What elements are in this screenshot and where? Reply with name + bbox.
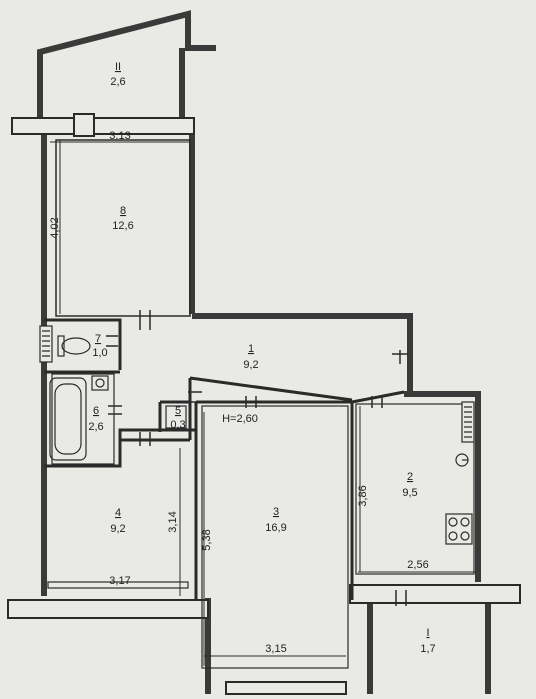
radiator-kitchen [461, 401, 475, 443]
room-area: 16,9 [265, 522, 286, 534]
room-area: 9,2 [243, 359, 258, 371]
room-number: 2 [407, 471, 413, 483]
room-number: 7 [95, 333, 101, 345]
room-area: 9,2 [110, 523, 125, 535]
dim-label: 3,14 [167, 511, 179, 532]
stove [445, 513, 473, 545]
room-outlines [47, 373, 475, 669]
room-number: 3 [273, 506, 279, 518]
dim-label: 2,56 [407, 559, 428, 571]
dim-label: 3,15 [265, 643, 286, 655]
radiator-bath [39, 325, 53, 363]
room-area: 12,6 [112, 220, 133, 232]
dim-label: 3,17 [109, 575, 130, 587]
room-number: 8 [120, 205, 126, 217]
room-area: 2,6 [88, 421, 103, 433]
dim-label: 3,13 [109, 130, 130, 142]
dim-label: 4,02 [49, 217, 61, 238]
room-area: 9,5 [402, 487, 417, 499]
room-area: 1,0 [92, 347, 107, 359]
vent-shaft [165, 405, 187, 429]
room-number: II [115, 61, 121, 73]
gas-riser [455, 453, 469, 467]
room-number: 1 [248, 343, 254, 355]
room-area: 1,7 [420, 643, 435, 655]
room-area: 0,3 [170, 419, 185, 431]
wall-slabs [7, 113, 521, 695]
dim-label: 3,86 [357, 485, 369, 506]
room-number: 5 [175, 405, 181, 417]
dimension-labels: 3,13 4,02 3,14 3,17 5,38 3,15 3,86 2,56 … [49, 130, 429, 655]
dimension-lines [48, 140, 476, 666]
sink-bath [91, 375, 109, 391]
toilet [57, 335, 91, 357]
partitions [44, 139, 405, 600]
door-marks [106, 310, 408, 606]
room-number: I [426, 627, 429, 639]
dim-label: 5,38 [201, 529, 213, 550]
bathtub [49, 377, 87, 461]
room-number: 4 [115, 507, 121, 519]
room-area: 2,6 [110, 76, 125, 88]
ceiling-height: H=2,60 [222, 413, 258, 425]
room-labels: II 2,6 8 12,6 7 1,0 1 9,2 6 2,6 5 0,3 4 … [88, 61, 435, 655]
room-number: 6 [93, 405, 99, 417]
